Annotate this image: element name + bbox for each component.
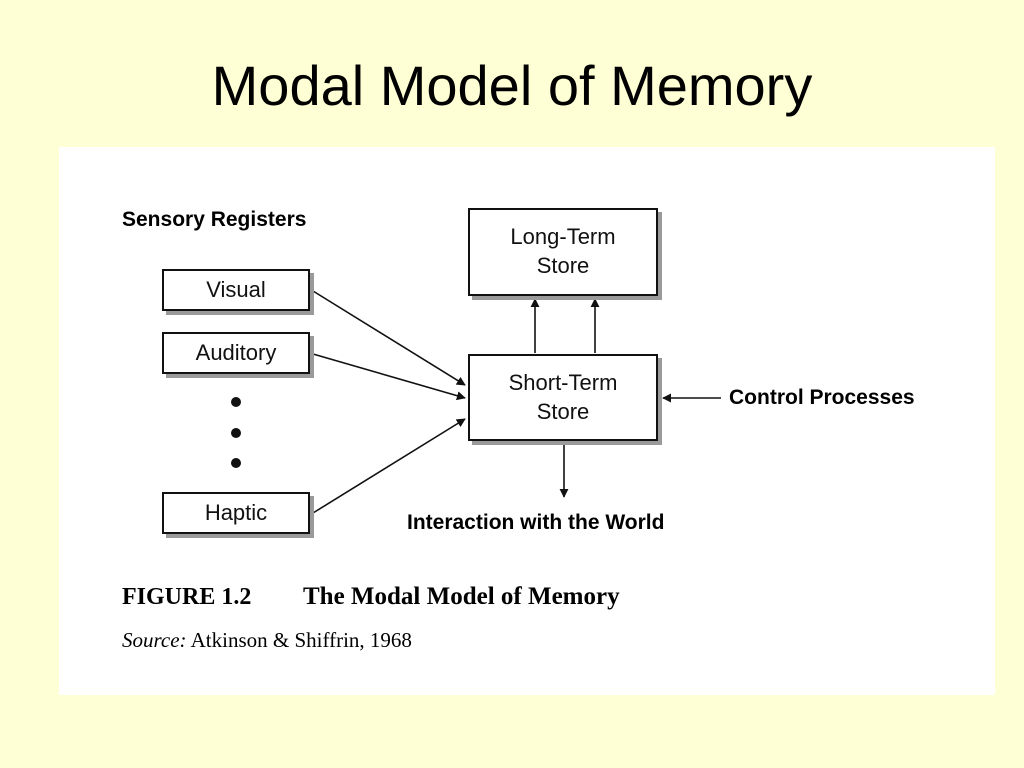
haptic-register-label: Haptic bbox=[204, 499, 268, 525]
diagram-arrows bbox=[312, 290, 721, 514]
figure-panel: Sensory Registers Visual Auditory Haptic… bbox=[59, 147, 995, 695]
sensory-registers-heading: Sensory Registers bbox=[122, 208, 307, 231]
long-term-store-box: Long-Term Store bbox=[468, 208, 658, 296]
haptic-register-box: Haptic bbox=[162, 492, 310, 534]
arrow-visual-to-short-term bbox=[312, 290, 466, 386]
long-term-store-label: Long-Term Store bbox=[510, 224, 616, 278]
auditory-register-label: Auditory bbox=[195, 339, 277, 365]
interaction-with-world-label: Interaction with the World bbox=[407, 511, 665, 534]
figure-number: FIGURE 1.2 bbox=[122, 584, 252, 610]
short-term-store-label: Short-Term Store bbox=[508, 369, 618, 424]
arrow-auditory-to-short-term bbox=[312, 353, 466, 401]
ellipsis-dot bbox=[231, 458, 241, 468]
source-citation: Atkinson & Shiffrin, 1968 bbox=[190, 628, 412, 652]
ellipsis-dot bbox=[231, 397, 241, 407]
short-term-store-box: Short-Term Store bbox=[468, 354, 658, 441]
slide-title: Modal Model of Memory bbox=[211, 54, 813, 117]
control-processes-label: Control Processes bbox=[729, 386, 915, 409]
visual-register-box: Visual bbox=[162, 269, 310, 311]
ellipsis-dot bbox=[231, 428, 241, 438]
auditory-register-box: Auditory bbox=[162, 332, 310, 374]
figure-caption-title: The Modal Model of Memory bbox=[303, 583, 620, 610]
visual-register-label: Visual bbox=[206, 276, 266, 302]
source-label: Source: bbox=[122, 628, 187, 652]
arrow-haptic-to-short-term bbox=[312, 418, 466, 514]
figure-source: Source: Atkinson & Shiffrin, 1968 bbox=[122, 628, 412, 653]
